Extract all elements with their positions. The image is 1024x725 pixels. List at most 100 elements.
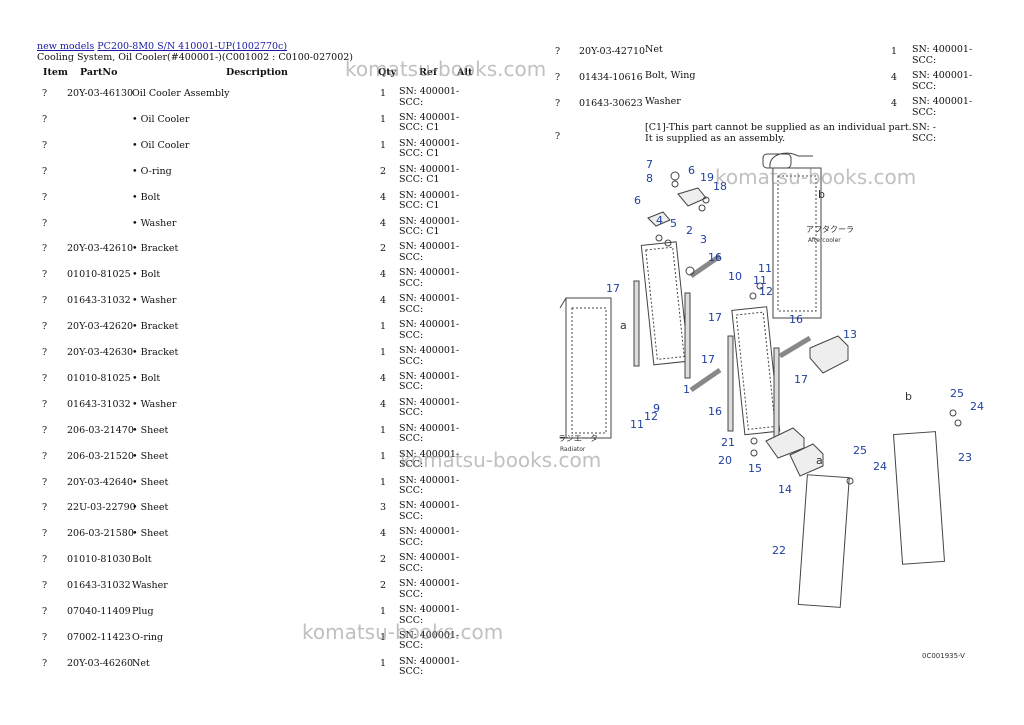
callout-16: 16	[708, 251, 722, 264]
row-item: ?	[42, 580, 48, 592]
row-item: ?	[42, 88, 48, 99]
callout-16: 16	[789, 313, 803, 326]
callout-7: 7	[646, 158, 653, 171]
row-item: ?	[42, 113, 48, 125]
oil-cooler-2-drawing	[731, 306, 781, 436]
callout-5: 5	[670, 217, 677, 230]
row-ref: SN: 400001- SCC:	[912, 96, 973, 118]
row-qty: 4	[380, 528, 387, 540]
col-qty-header: Qty	[378, 67, 397, 78]
row-ref: SN: - SCC:	[912, 122, 937, 144]
row-item: ?	[42, 398, 48, 410]
row-qty: 2	[380, 243, 387, 255]
model-link[interactable]: PC200-8M0 S/N 410001-UP(1002770c)	[97, 41, 288, 52]
row-ref: SN: 400001- SCC:	[399, 629, 460, 652]
row-description: • O-ring	[132, 165, 172, 177]
row-qty: 2	[380, 554, 387, 566]
row-description: Plug	[132, 606, 154, 617]
row-qty: 1	[380, 631, 387, 643]
row-ref: SN: 400001- SCC: C1	[399, 189, 460, 212]
row-item: ?	[42, 528, 48, 540]
row-description: Oil Cooler Assembly	[132, 88, 230, 99]
row-ref: SN: 400001- SCC:	[399, 319, 460, 341]
radiator-drawing	[559, 297, 612, 439]
row-partno: 01010-81030	[67, 554, 131, 566]
row-ref: SN: 400001- SCC:	[399, 422, 460, 445]
row-item: ?	[42, 372, 48, 384]
row-item: ?	[555, 46, 561, 57]
callout-17: 17	[606, 282, 620, 295]
row-item: ?	[42, 347, 48, 358]
row-partno: 206-03-21580	[67, 528, 134, 540]
row-partno: 01010-81025	[67, 269, 131, 281]
label-a-2: a	[816, 454, 823, 467]
row-qty: 1	[380, 424, 387, 436]
new-models-link[interactable]: new models	[37, 41, 95, 52]
col-item-header: Item	[43, 67, 68, 78]
row-ref: SN: 400001- SCC:	[399, 655, 460, 678]
row-qty: 4	[380, 269, 387, 281]
col-partno-header: PartNo	[80, 67, 118, 78]
radiator-jp-label: ラジエータ	[558, 434, 598, 443]
row-partno: 20Y-03-42620	[67, 321, 134, 333]
row-partno: 206-03-21520	[67, 450, 134, 462]
aftercooler-jp-label: アフタクーラ	[806, 225, 854, 234]
callout-22: 22	[772, 544, 786, 557]
watermark-2: komatsu-books.com	[715, 165, 917, 189]
row-description: • Sheet	[132, 502, 169, 514]
row-description: • Bracket	[132, 321, 179, 333]
callout-11: 11	[753, 274, 767, 287]
row-qty: 1	[380, 88, 387, 99]
row-item: ?	[555, 98, 561, 109]
row-partno: 20Y-03-42710	[579, 46, 646, 57]
row-qty: 4	[380, 372, 387, 384]
aftercooler-drawing	[762, 152, 822, 319]
row-partno: 01434-10616	[579, 72, 643, 83]
row-partno: 20Y-03-46130	[67, 88, 134, 99]
row-qty: 1	[380, 476, 387, 488]
row-description: Bolt	[132, 554, 152, 566]
row-partno: 20Y-03-42640	[67, 476, 134, 488]
row-qty: 4	[891, 98, 898, 109]
row-description: • Bolt	[132, 191, 161, 203]
row-partno: 22U-03-22790	[67, 502, 136, 514]
watermark-1: komatsu-books.com	[345, 57, 547, 81]
row-partno: 01643-31032	[67, 580, 131, 592]
watermark-3: komatsu-books.com	[400, 448, 602, 472]
callout-16: 16	[708, 405, 722, 418]
oil-cooler-1-drawing	[640, 241, 690, 366]
row-qty: 1	[891, 46, 898, 57]
row-ref: SN: 400001- SCC:	[399, 396, 460, 419]
row-qty: 3	[380, 502, 387, 514]
row-qty: 1	[380, 113, 387, 125]
breadcrumb: new models PC200-8M0 S/N 410001-UP(10027…	[37, 41, 287, 52]
row-qty: 4	[380, 398, 387, 410]
row-description: Net	[132, 657, 150, 669]
callout-12: 12	[759, 285, 773, 298]
row-description: O-ring	[132, 631, 164, 643]
col-alt-header: Alt	[457, 67, 473, 78]
callout-24: 24	[873, 460, 887, 473]
row-ref: SN: 400001- SCC:	[399, 552, 460, 574]
diagram-code: 0C001935-V	[922, 652, 965, 660]
callout-21: 21	[721, 436, 735, 449]
row-qty: 2	[380, 165, 387, 177]
callout-17: 17	[701, 353, 715, 366]
row-qty: 1	[380, 347, 387, 358]
callout-10: 10	[728, 270, 742, 283]
row-ref: SN: 400001- SCC:	[912, 44, 973, 66]
row-ref: SN: 400001- SCC:	[912, 70, 973, 92]
row-description: Net	[645, 44, 663, 55]
col-ref-header: Ref	[419, 67, 438, 78]
row-ref: SN: 400001- SCC:	[399, 241, 460, 263]
label-b-1: b	[818, 188, 825, 201]
